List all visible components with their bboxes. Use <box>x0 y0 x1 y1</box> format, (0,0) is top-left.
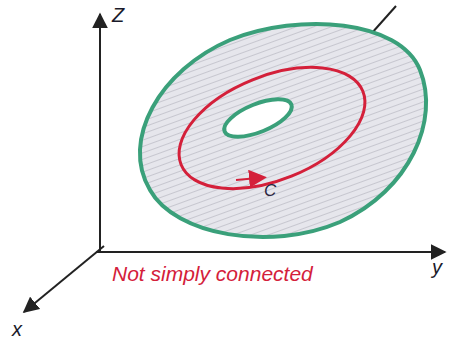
curve-label: C <box>264 182 276 201</box>
outer-boundary <box>140 24 426 237</box>
loop-c <box>162 43 383 213</box>
note-text: Not simply connected <box>112 262 313 285</box>
loop-arrow <box>236 178 258 180</box>
axis-label: x <box>12 318 22 340</box>
axis-label: Z <box>112 4 124 26</box>
y-axis <box>96 251 445 253</box>
x-axis <box>24 246 104 312</box>
inner-boundary <box>219 92 296 145</box>
axis-label: y <box>432 256 442 278</box>
surface <box>140 24 426 237</box>
z-axis <box>99 14 101 252</box>
